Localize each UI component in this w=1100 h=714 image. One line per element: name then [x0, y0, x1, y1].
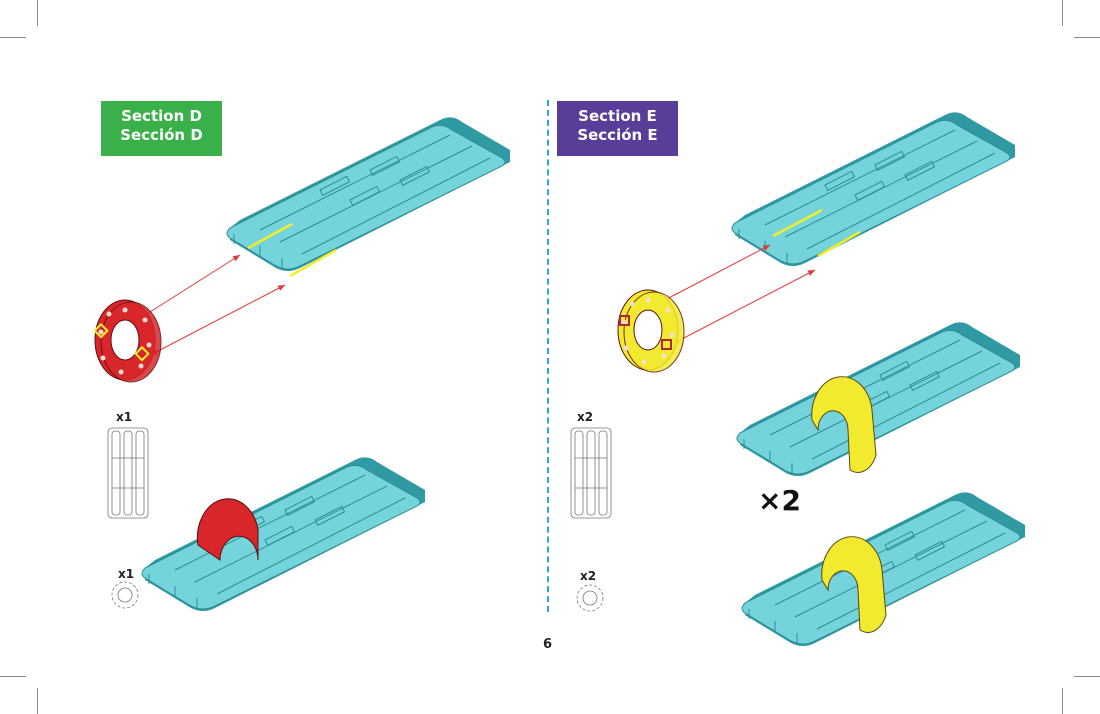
- section-d-ring-qty: x1: [118, 567, 135, 581]
- section-e-plate-mid: [736, 321, 1021, 477]
- yellow-ring: [617, 289, 685, 373]
- section-d-badge: Section D Sección D: [101, 101, 222, 156]
- section-d-title-en: Section D: [121, 107, 202, 125]
- section-d-title-es: Sección D: [120, 126, 203, 144]
- section-e-repeat-label: ×2: [758, 484, 801, 517]
- crop-mark: [1062, 0, 1063, 26]
- section-d-plate-assembled: [141, 456, 426, 612]
- crop-mark: [1074, 676, 1100, 677]
- section-e-title-en: Section E: [578, 107, 657, 125]
- arrow: [142, 254, 241, 319]
- section-e-ring-qty: x2: [580, 569, 597, 583]
- page-number: 6: [543, 637, 553, 652]
- arrow: [672, 269, 816, 346]
- crop-mark: [0, 37, 26, 38]
- section-divider: [547, 100, 549, 612]
- crop-mark: [1074, 37, 1100, 38]
- crop-mark: [37, 688, 38, 714]
- section-e-plate-qty: x2: [577, 410, 594, 424]
- crop-mark: [1062, 688, 1063, 714]
- arrow: [152, 284, 286, 356]
- section-e-badge: Section E Sección E: [557, 101, 678, 156]
- section-d-plate-qty: x1: [116, 410, 133, 424]
- arrow: [657, 244, 771, 306]
- red-ring: [94, 299, 162, 383]
- section-e-plate-top: [731, 111, 1016, 267]
- section-d-plate-top: [226, 116, 511, 272]
- section-e-title-es: Sección E: [577, 126, 658, 144]
- crop-mark: [0, 676, 26, 677]
- crop-mark: [37, 0, 38, 26]
